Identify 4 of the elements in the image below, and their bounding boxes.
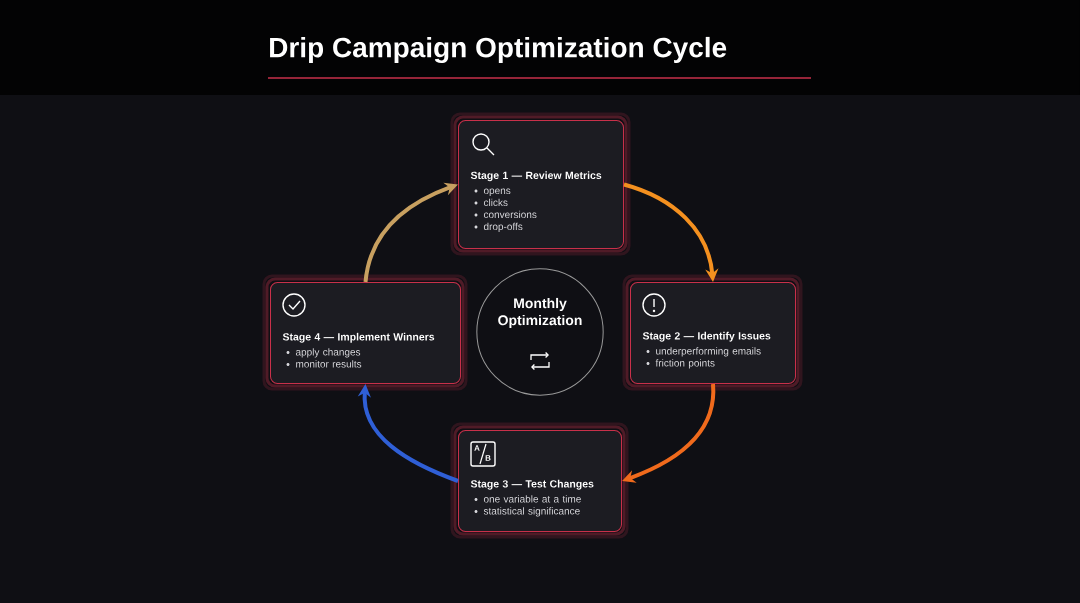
title: Drip Campaign Optimization Cycle: [270, 36, 727, 64]
stage-card: Stage 1 — Review Metrics opens clicks conversions drop-offs: [458, 120, 624, 249]
stage-card: Stage 2 — Identify Issues underperforming emails friction points: [630, 282, 796, 384]
stage-card: Stage 4 — Implement Winners apply changes monitor results: [270, 282, 461, 384]
